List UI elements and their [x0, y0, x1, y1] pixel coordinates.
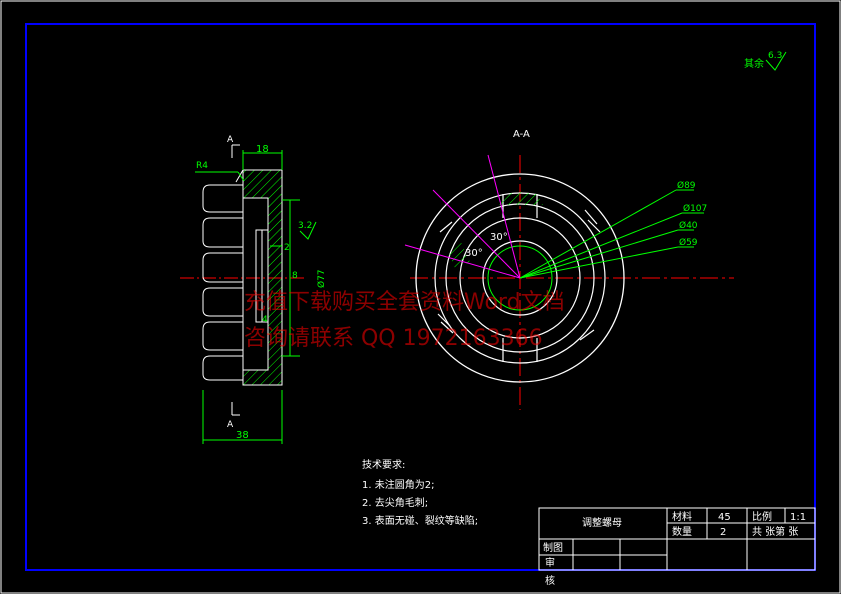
dim-diameter: Ø77: [316, 269, 327, 288]
roughness-check-icon: [765, 51, 787, 71]
section-label: A-A: [513, 129, 530, 140]
dim-width-top: 18: [256, 144, 269, 155]
dim-small3: 4: [262, 315, 268, 325]
dim-width-bottom: 38: [236, 430, 249, 441]
dim-small2: 8: [292, 271, 298, 281]
drawn-label: 制图: [543, 541, 563, 554]
diameter-leaders: [519, 189, 704, 279]
diameter-label-59: Ø59: [679, 237, 698, 248]
outer-circle: [415, 173, 625, 383]
material-value: 45: [718, 512, 731, 523]
section-markers: [231, 144, 240, 416]
section-marker-top: A: [227, 135, 234, 145]
side-dimensions: [195, 150, 317, 444]
side-teeth-outline: [202, 184, 243, 381]
dim-fillet: R4: [196, 161, 208, 171]
check-label: 核: [545, 574, 555, 587]
watermark-line-1: 充值下载购买全套资料Word文档: [244, 290, 565, 315]
drawing-border: [25, 23, 816, 571]
side-chamfer: [235, 169, 244, 183]
side-view: 18 R4 3.2 2 8 4 Ø77 38 A A: [180, 135, 327, 444]
roughness-label: 其余: [744, 57, 764, 70]
tech-requirements: 技术要求: 1. 未注圆角为2; 2. 去尖角毛刺; 3. 表面无碰、裂纹等缺陷…: [362, 458, 478, 527]
angle-label-2: 30°: [465, 248, 483, 259]
slot-hatch-top: [497, 192, 543, 205]
dim-small1: 2: [284, 243, 290, 253]
diameter-label-40: Ø40: [679, 220, 698, 231]
material-label: 材料: [672, 510, 692, 523]
angle-construction: [404, 154, 521, 279]
dim-roughness: 3.2: [298, 221, 312, 231]
tech-item-3: 3. 表面无碰、裂纹等缺陷;: [362, 514, 478, 527]
tech-item-2: 2. 去尖角毛刺;: [362, 496, 428, 509]
slot-inner-circle: [459, 217, 581, 339]
review-label: 审: [545, 556, 555, 569]
roughness-symbol: 其余 6.3: [744, 51, 787, 71]
front-view: A-A 3: [404, 129, 734, 410]
tech-item-1: 1. 未注圆角为2;: [362, 478, 434, 491]
part-name: 调整螺母: [582, 516, 622, 529]
qty-label: 数量: [672, 525, 692, 538]
thread-circle: [487, 245, 553, 311]
qty-value: 2: [720, 527, 726, 538]
title-block: 调整螺母 材料 45 比例 1:1 数量 2 共 张第 张 制图 审 核: [538, 507, 816, 587]
scale-label: 比例: [752, 510, 772, 523]
sheets-label: 共 张第 张: [752, 525, 798, 538]
section-marker-bottom: A: [227, 420, 234, 430]
watermark-line-2: 咨询请联系 QQ 1972163366: [244, 326, 543, 351]
bore-circle: [482, 240, 558, 316]
slot-hatch-left: [447, 240, 470, 268]
diameter-label-89: Ø89: [677, 180, 696, 191]
scale-value: 1:1: [790, 512, 806, 523]
angle-label-1: 30°: [490, 232, 508, 243]
roughness-value: 6.3: [768, 51, 782, 61]
tech-title: 技术要求:: [362, 458, 405, 471]
diameter-label-107: Ø107: [683, 203, 707, 214]
